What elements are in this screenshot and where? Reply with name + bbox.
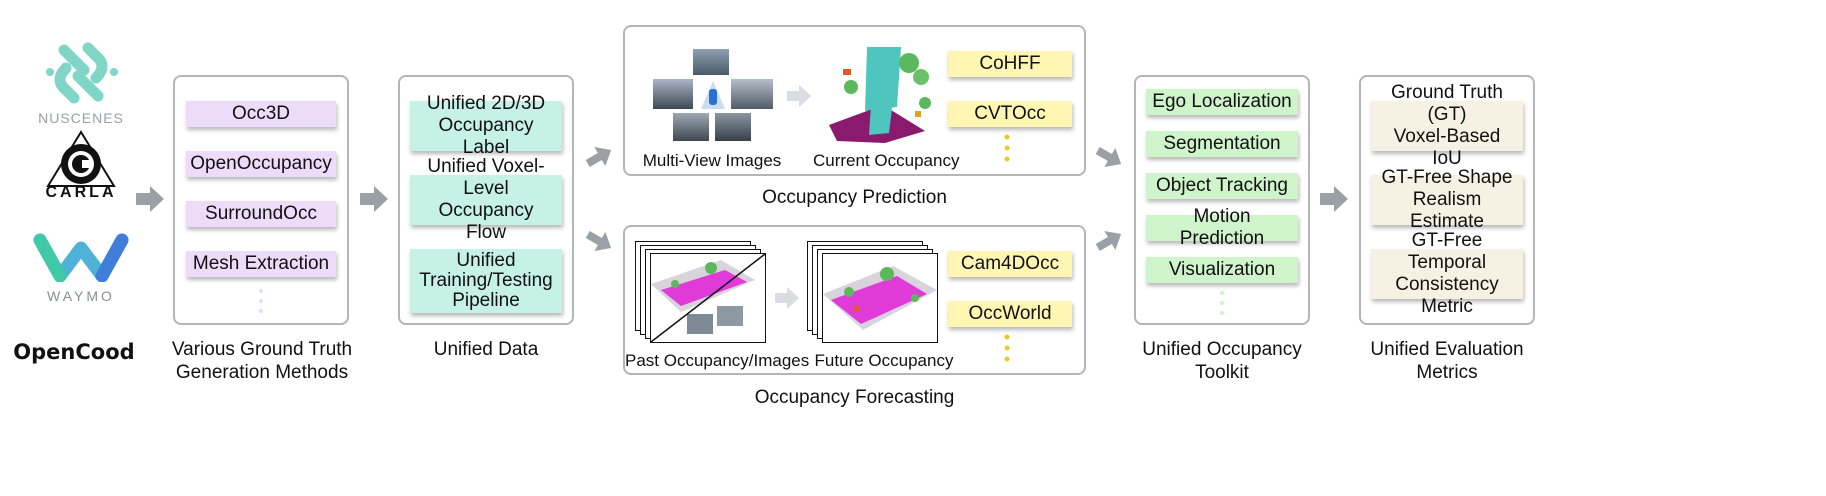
current-occupancy-label: Current Occupancy [813, 151, 960, 170]
arrow-down-right-icon [585, 231, 612, 252]
ellipsis-icon [1219, 290, 1225, 316]
opencood-wordmark: OpenCood [13, 340, 135, 364]
camera-image [715, 113, 751, 141]
method-cam4docc: Cam4DOcc [948, 251, 1072, 277]
method-cvtocc: CVTOcc [948, 101, 1072, 127]
arrow-icon [360, 186, 388, 212]
unified-label-chip: Unified 2D/3D Occupancy Label [410, 93, 562, 158]
waymo-wordmark: WAYMO [47, 288, 115, 304]
arrow-up-right-icon [585, 146, 612, 167]
future-occupancy-frame [822, 253, 938, 343]
arrow-icon [1320, 186, 1348, 212]
arrow-icon [136, 186, 164, 212]
nuscenes-icon [46, 42, 118, 104]
unified-data-panel: Unified 2D/3D Occupancy Label Unified Vo… [398, 75, 574, 325]
multi-view-images-label: Multi-View Images [642, 151, 782, 170]
metrics-panel: Ground Truth (GT) Voxel-Based IoU GT-Fre… [1359, 75, 1535, 325]
ellipsis-icon [1004, 334, 1010, 362]
unified-pipeline-chip: Unified Training/Testing Pipeline [410, 249, 562, 313]
opencood-logo: OpenCood [12, 340, 136, 366]
forecasting-caption: Occupancy Forecasting [754, 387, 955, 408]
forecasting-panel: Cam4DOcc OccWorld Past Occupancy/Images … [623, 225, 1086, 375]
past-occupancy-stack [635, 241, 769, 345]
carla-logo: CARLA [36, 130, 126, 208]
metric-voxel-iou: Ground Truth (GT) Voxel-Based IoU [1371, 82, 1523, 169]
toolkit-object-tracking: Object Tracking [1146, 173, 1298, 199]
gt-method-surroundocc: SurroundOcc [186, 201, 336, 227]
unified-data-caption: Unified Data [433, 339, 539, 360]
toolkit-segmentation: Segmentation [1146, 131, 1298, 157]
nuscenes-logo: NUSCENES [26, 38, 136, 128]
arrow-down-right-icon [1095, 147, 1122, 168]
method-occworld: OccWorld [948, 301, 1072, 327]
metric-temporal-consistency: GT-Free Temporal Consistency Metric [1371, 230, 1523, 317]
toolkit-caption: Unified Occupancy Toolkit [1142, 339, 1302, 383]
prediction-caption: Occupancy Prediction [762, 187, 947, 208]
waymo-icon [33, 233, 129, 282]
gt-methods-caption: Various Ground Truth Generation Methods [171, 339, 353, 383]
prediction-panel: CoHFF CVTOcc Multi-View Images Current O… [623, 25, 1086, 176]
toolkit-ego-localization: Ego Localization [1146, 89, 1298, 115]
toolkit-visualization: Visualization [1146, 257, 1298, 283]
arrow-up-right-icon [1095, 230, 1122, 251]
past-occupancy-label: Past Occupancy/Images [625, 351, 810, 370]
camera-image [693, 49, 729, 75]
gt-method-openoccupancy: OpenOccupancy [186, 151, 336, 177]
toolkit-panel: Ego Localization Segmentation Object Tra… [1134, 75, 1310, 325]
past-occupancy-frame [650, 253, 766, 343]
carla-wordmark: CARLA [45, 184, 117, 201]
current-occupancy-image [829, 47, 931, 143]
ego-car-icon [701, 81, 725, 109]
gt-method-occ3d: Occ3D [186, 101, 336, 127]
metrics-caption: Unified Evaluation Metrics [1370, 339, 1524, 383]
ellipsis-icon [1004, 134, 1010, 162]
carla-icon [46, 130, 116, 187]
arrow-icon [775, 287, 799, 309]
unified-flow-chip: Unified Voxel-Level Occupancy Flow [410, 156, 562, 243]
method-cohff: CoHFF [948, 51, 1072, 77]
camera-image [673, 113, 709, 141]
multi-view-images [651, 47, 775, 143]
waymo-logo: WAYMO [28, 230, 134, 310]
toolkit-motion-prediction: Motion Prediction [1146, 206, 1298, 249]
nuscenes-wordmark: NUSCENES [38, 110, 124, 126]
arrow-icon [787, 85, 811, 107]
gt-method-mesh-extraction: Mesh Extraction [186, 251, 336, 277]
camera-image [731, 79, 773, 109]
ellipsis-icon [258, 288, 264, 314]
camera-image [653, 79, 693, 109]
metric-shape-realism: GT-Free Shape Realism Estimate [1371, 167, 1523, 232]
future-occupancy-label: Future Occupancy [814, 351, 954, 370]
future-occupancy-stack [807, 241, 941, 345]
gt-methods-panel: Occ3D OpenOccupancy SurroundOcc Mesh Ext… [173, 75, 349, 325]
